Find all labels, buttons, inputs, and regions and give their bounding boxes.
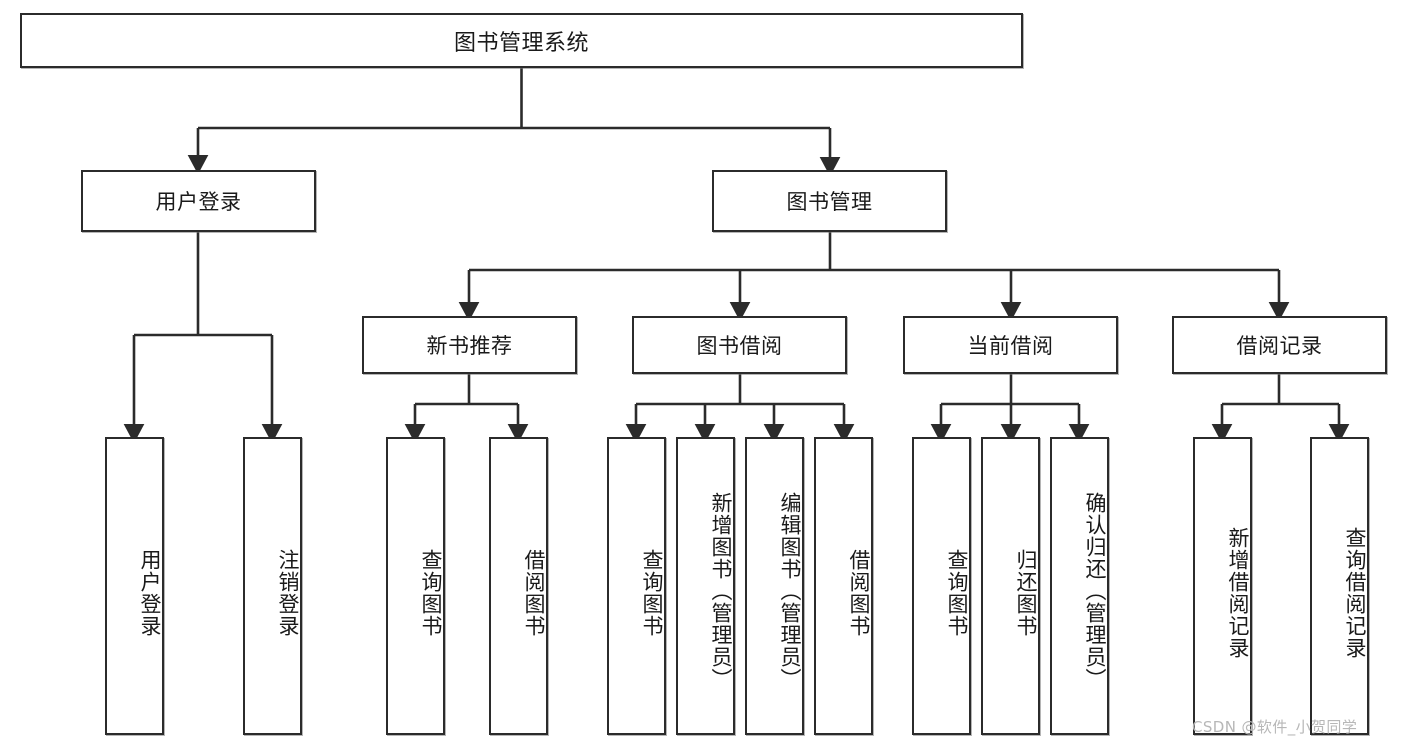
leaf-query-book-current[interactable]: 查询图书 xyxy=(912,437,971,735)
leaf-query-book-recommend[interactable]: 查询图书 xyxy=(386,437,445,735)
leaf-edit-book-admin[interactable]: 编辑图书（管理员） xyxy=(745,437,804,735)
leaf-user-logout[interactable]: 注销登录 xyxy=(243,437,302,735)
node-borrow-record[interactable]: 借阅记录 xyxy=(1172,316,1387,374)
leaf-add-book-admin[interactable]: 新增图书（管理员） xyxy=(676,437,735,735)
leaf-query-book-borrow[interactable]: 查询图书 xyxy=(607,437,666,735)
leaf-confirm-return-admin[interactable]: 确认归还（管理员） xyxy=(1050,437,1109,735)
leaf-user-login[interactable]: 用户登录 xyxy=(105,437,164,735)
leaf-query-borrow-record[interactable]: 查询借阅记录 xyxy=(1310,437,1369,735)
node-book-management[interactable]: 图书管理 xyxy=(712,170,947,232)
leaf-borrow-book-recommend[interactable]: 借阅图书 xyxy=(489,437,548,735)
node-new-book-recommend[interactable]: 新书推荐 xyxy=(362,316,577,374)
node-root-system[interactable]: 图书管理系统 xyxy=(20,13,1023,68)
csdn-watermark: CSDN @软件_小贺同学 xyxy=(1192,718,1358,736)
leaf-borrow-book-borrow[interactable]: 借阅图书 xyxy=(814,437,873,735)
leaf-return-book[interactable]: 归还图书 xyxy=(981,437,1040,735)
leaf-add-borrow-record[interactable]: 新增借阅记录 xyxy=(1193,437,1252,735)
node-user-login[interactable]: 用户登录 xyxy=(81,170,316,232)
node-book-borrow[interactable]: 图书借阅 xyxy=(632,316,847,374)
node-current-borrow[interactable]: 当前借阅 xyxy=(903,316,1118,374)
